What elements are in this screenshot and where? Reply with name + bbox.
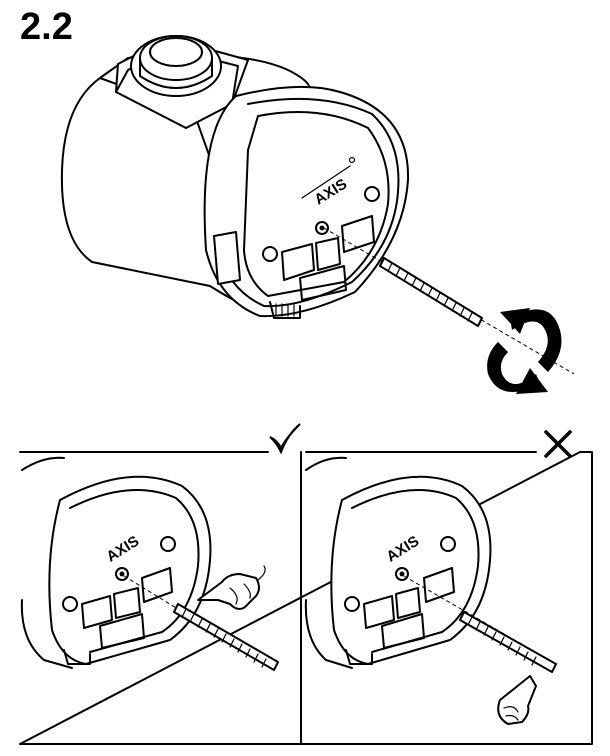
incorrect-panel-illustration: AXIS xyxy=(304,456,557,725)
threaded-rod xyxy=(379,257,483,327)
correct-panel-illustration: AXIS xyxy=(20,456,279,671)
camera-housing: AXIS xyxy=(60,35,410,319)
rotate-clockwise-icon xyxy=(487,308,562,394)
checkmark-icon xyxy=(269,423,301,455)
hand-raised-finger-icon xyxy=(497,675,537,725)
alignment-line xyxy=(323,227,575,375)
panel-frame xyxy=(19,451,593,745)
cross-icon xyxy=(544,430,572,458)
hand-pointing-icon xyxy=(197,565,266,610)
step-number: 2.2 xyxy=(20,6,73,48)
